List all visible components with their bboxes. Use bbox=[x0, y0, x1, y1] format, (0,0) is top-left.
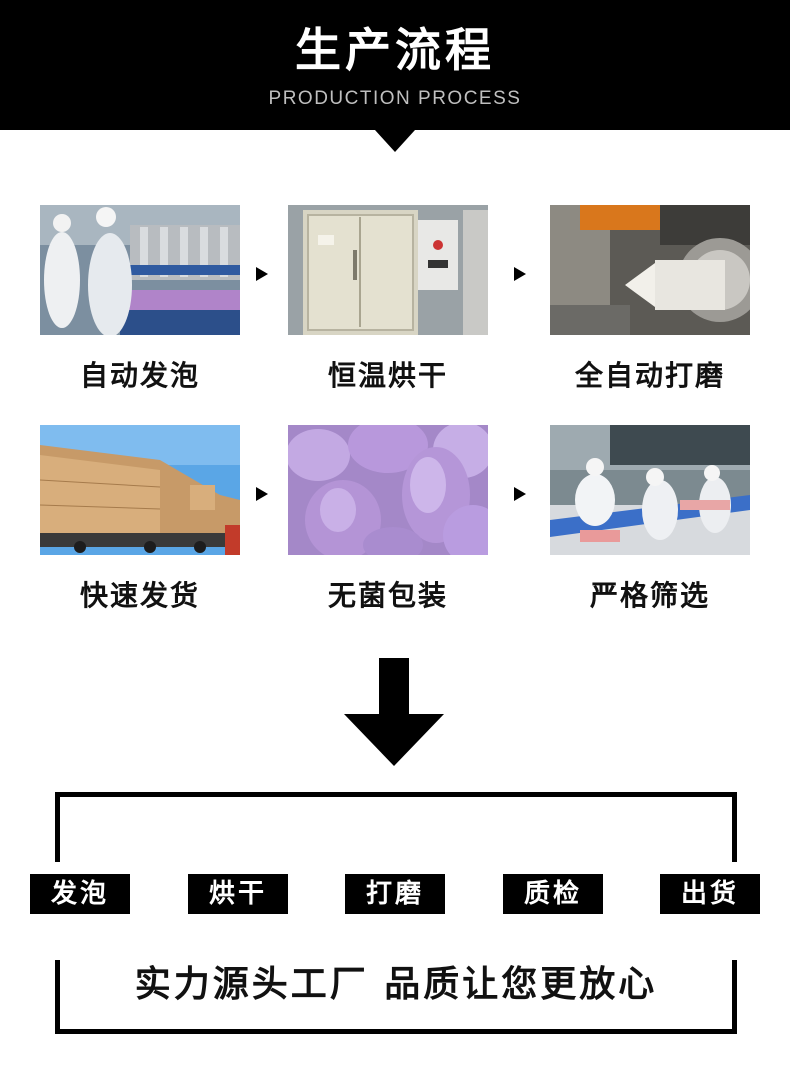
header-pointer bbox=[375, 130, 415, 152]
shipping-truck-photo bbox=[40, 425, 240, 555]
arrow-right-icon bbox=[514, 487, 526, 501]
flow-step-foaming: 发泡 bbox=[30, 874, 130, 914]
step-caption: 自动发泡 bbox=[79, 359, 200, 392]
flow-step-grinding: 打磨 bbox=[345, 874, 445, 914]
step-caption: 严格筛选 bbox=[589, 579, 710, 612]
flow-step-inspection: 质检 bbox=[503, 874, 603, 914]
flow-bracket-top bbox=[55, 792, 737, 862]
flow-step-shipping: 出货 bbox=[660, 874, 760, 914]
flow-bracket-bottom bbox=[55, 960, 737, 1034]
page-title: 生产流程 bbox=[295, 23, 495, 77]
foaming-workshop-photo bbox=[40, 205, 240, 335]
step-caption: 快速发货 bbox=[79, 579, 200, 612]
grinding-machine-photo bbox=[550, 205, 750, 335]
step-caption: 无菌包装 bbox=[327, 579, 448, 612]
slogan-text: 实力源头工厂 品质让您更放心 bbox=[134, 964, 658, 1005]
arrow-right-icon bbox=[256, 487, 268, 501]
step-caption: 全自动打磨 bbox=[574, 359, 725, 392]
flow-step-drying: 烘干 bbox=[188, 874, 288, 914]
page-subtitle: PRODUCTION PROCESS bbox=[268, 88, 522, 109]
drying-oven-photo bbox=[288, 205, 488, 335]
sponges-photo bbox=[288, 425, 488, 555]
arrow-right-icon bbox=[514, 267, 526, 281]
step-caption: 恒温烘干 bbox=[327, 359, 448, 392]
arrow-down-icon bbox=[344, 658, 444, 766]
header-banner: 生产流程 PRODUCTION PROCESS bbox=[0, 0, 790, 130]
inspection-workers-photo bbox=[550, 425, 750, 555]
arrow-right-icon bbox=[256, 267, 268, 281]
